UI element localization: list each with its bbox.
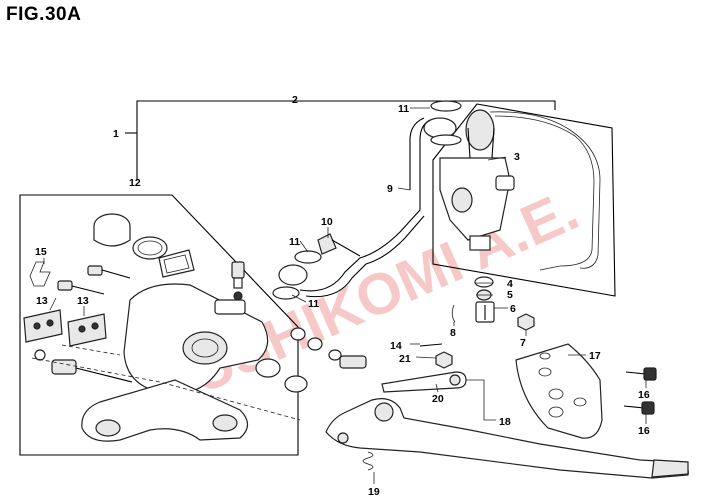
callout-11-middle: 11 — [289, 236, 300, 248]
pad-pin-bolt — [87, 265, 131, 279]
callout-6: 6 — [510, 303, 516, 315]
bracket-bolts — [623, 367, 657, 415]
boot-gasket — [158, 249, 195, 278]
callout-14: 14 — [390, 340, 402, 352]
callout-1: 1 — [113, 128, 119, 140]
banjo-bolt — [317, 233, 361, 257]
reservoir-wire — [489, 111, 601, 271]
split-pin — [419, 343, 443, 347]
callout-11-top: 11 — [398, 103, 409, 115]
caliper-piston — [93, 213, 131, 247]
master-cylinder — [439, 109, 515, 251]
callout-13-left: 13 — [36, 295, 48, 307]
callout-labels: 1 2 3 4 5 6 7 8 9 10 11 11 11 12 13 13 1… — [35, 94, 650, 498]
callout-8: 8 — [450, 327, 456, 339]
callout-2: 2 — [292, 94, 298, 106]
pedal-link-arm — [381, 371, 467, 393]
brake-hose — [299, 117, 431, 298]
pushrod-nuts — [474, 276, 494, 301]
pushrod-clevis — [475, 301, 495, 323]
master-cylinder-panel — [432, 103, 616, 297]
callout-20: 20 — [432, 393, 444, 405]
clevis-nut — [517, 313, 535, 331]
callout-16-bottom: 16 — [638, 425, 650, 437]
callout-17: 17 — [589, 350, 601, 362]
piston-seal-ring — [132, 236, 168, 260]
brake-pad-front — [67, 313, 107, 347]
callout-7: 7 — [520, 337, 526, 349]
callout-9: 9 — [387, 183, 393, 195]
callout-21: 21 — [399, 353, 411, 365]
callout-4: 4 — [507, 278, 513, 290]
callout-15: 15 — [35, 246, 47, 258]
bleed-valve — [231, 261, 245, 301]
caliper-body — [123, 283, 269, 395]
reservoir-washers — [423, 100, 462, 146]
slide-pin — [34, 349, 133, 383]
callout-18: 18 — [499, 416, 511, 428]
pedal-nut — [435, 351, 453, 369]
clevis-pin — [451, 304, 456, 323]
callout-13-right: 13 — [77, 295, 89, 307]
pedal-bracket-plate — [515, 343, 603, 439]
brake-pad-rear — [23, 309, 63, 343]
callout-5: 5 — [507, 289, 513, 301]
brake-pedal — [325, 398, 689, 479]
callout-11-bottom: 11 — [308, 298, 319, 310]
callout-10: 10 — [321, 216, 333, 228]
callout-16-top: 16 — [638, 389, 650, 401]
figure-title: FIG.30A — [6, 4, 82, 25]
assembly-brackets — [125, 100, 556, 180]
callout-3: 3 — [514, 151, 520, 163]
callout-19: 19 — [368, 486, 380, 498]
caliper-dash-guides — [31, 344, 301, 421]
hose-washers — [272, 250, 322, 300]
leader-lines — [43, 107, 647, 484]
pad-spring-clip — [29, 261, 51, 287]
caliper-bracket — [81, 379, 249, 442]
callout-12: 12 — [129, 177, 141, 189]
pad-pin-long — [57, 280, 105, 295]
return-spring — [362, 451, 374, 471]
dust-boots — [255, 327, 367, 393]
